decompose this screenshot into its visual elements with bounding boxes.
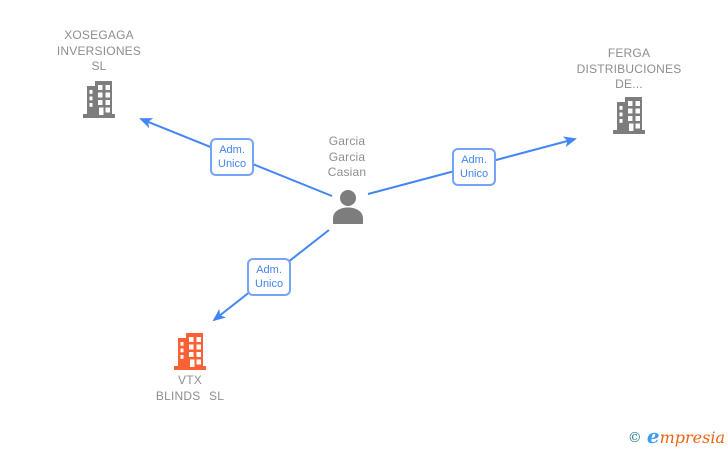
node-label-line: DE... bbox=[615, 77, 643, 91]
copyright-symbol: © bbox=[627, 430, 642, 446]
node-label-vtx: VTX BLINDS SL bbox=[120, 373, 260, 404]
node-label-line: VTX bbox=[178, 373, 202, 387]
edge-label-line: Unico bbox=[255, 278, 284, 290]
node-label-line: Garcia bbox=[328, 149, 366, 164]
node-label-line: INVERSIONES bbox=[56, 43, 142, 58]
edge-label-line: Unico bbox=[460, 168, 489, 180]
node-label-line: Garcia bbox=[328, 134, 366, 148]
empresia-watermark: © empresia bbox=[628, 424, 725, 448]
building-icon-highlighted[interactable] bbox=[169, 331, 211, 376]
edge-label-line: Unico bbox=[218, 158, 247, 170]
building-icon[interactable] bbox=[78, 79, 120, 124]
node-label-line: XOSEGAGA bbox=[64, 28, 134, 42]
edge-label-line: Adm. bbox=[461, 154, 487, 166]
edge-label-line: Adm. bbox=[219, 144, 245, 156]
node-label-line: Casian bbox=[327, 165, 367, 179]
node-label-line: BLINDS SL bbox=[155, 388, 225, 403]
edge-label-adm-unico-right: Adm. Unico bbox=[452, 148, 497, 186]
node-label-xosegaga: XOSEGAGA INVERSIONES SL bbox=[29, 28, 169, 75]
person-icon[interactable] bbox=[329, 188, 367, 229]
node-label-line: DISTRIBUCIONES bbox=[576, 61, 682, 76]
node-label-line: FERGA bbox=[607, 46, 651, 60]
edge-label-adm-unico-bottom: Adm. Unico bbox=[247, 258, 292, 296]
building-icon[interactable] bbox=[608, 95, 650, 140]
edge-label-line: Adm. bbox=[256, 264, 282, 276]
node-label-line: SL bbox=[91, 59, 107, 73]
node-label-ferga: FERGA DISTRIBUCIONES DE... bbox=[559, 46, 699, 93]
brand-rest: mpresia bbox=[659, 428, 725, 447]
edge-label-adm-unico-left: Adm. Unico bbox=[210, 138, 255, 176]
brand-initial: e bbox=[646, 424, 660, 448]
node-label-person: Garcia Garcia Casian bbox=[277, 134, 417, 181]
